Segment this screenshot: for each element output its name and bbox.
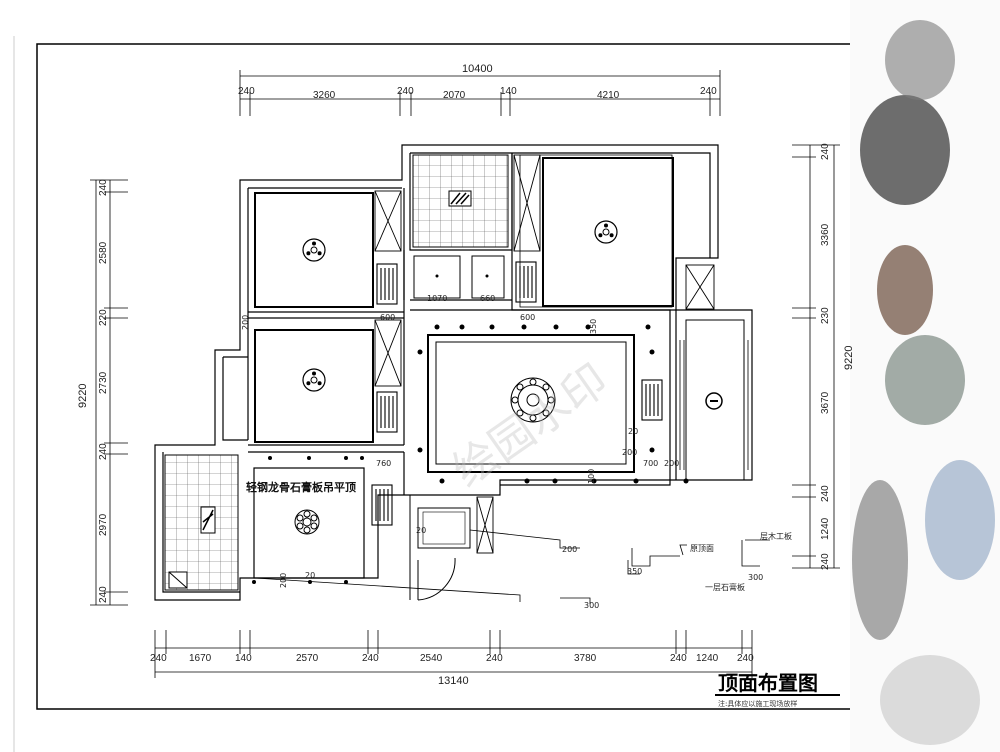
dim-small-200c: 200 <box>622 448 637 457</box>
master-bedroom-ceiling <box>542 157 674 307</box>
dim-bottom-3: 2570 <box>296 653 319 664</box>
dim-top-4: 140 <box>500 86 517 97</box>
drawing-note: 注:具体应以施工现场放样 <box>718 699 797 708</box>
dining-ceiling <box>253 467 365 579</box>
section-details <box>254 529 770 604</box>
dim-bottom-0: 240 <box>150 653 167 664</box>
dim-left-1: 2580 <box>98 241 109 264</box>
ceiling-light-icon <box>594 220 618 244</box>
dim-small-600a: 600 <box>380 313 395 322</box>
original-ceiling-label: 原顶面 <box>690 544 714 553</box>
dim-small-20c: 20 <box>305 571 315 580</box>
dim-top-total: 10400 <box>462 63 493 75</box>
dim-small-1070: 1070 <box>427 294 447 303</box>
dim-bottom-7: 3780 <box>574 653 597 664</box>
dim-right-4: 240 <box>820 485 831 502</box>
watercolor-decoration <box>850 0 1000 752</box>
wardrobe-symbols <box>374 154 715 554</box>
dim-bottom-2: 140 <box>235 653 252 664</box>
dim-small-350b: 350 <box>627 567 642 576</box>
dim-right-6: 240 <box>820 553 831 570</box>
ceiling-material-label: 轻钢龙骨石膏板吊平顶 <box>246 480 356 494</box>
ac-unit-icons <box>371 261 663 526</box>
dim-small-20a: 20 <box>628 427 638 436</box>
dim-bottom-8: 240 <box>670 653 687 664</box>
dim-bottom-9: 1240 <box>696 653 719 664</box>
dim-small-600b: 600 <box>520 313 535 322</box>
dim-right-5: 1240 <box>820 517 831 540</box>
dim-right-total: 9220 <box>843 346 855 370</box>
dim-left-3: 2730 <box>98 371 109 394</box>
outer-frame <box>36 43 858 710</box>
drying-rack-icon <box>705 392 723 410</box>
dim-left-6: 240 <box>98 586 109 603</box>
dim-top-0: 240 <box>238 86 255 97</box>
dim-small-660: 660 <box>480 294 495 303</box>
wood-board-label: 层木工板 <box>760 531 792 541</box>
dim-right-0: 240 <box>820 143 831 160</box>
living-room-ceiling <box>427 334 635 473</box>
dim-bottom-total: 13140 <box>438 675 469 687</box>
dim-small-20b: 20 <box>416 526 426 535</box>
dim-small-200a: 200 <box>241 315 250 330</box>
drawing-title: 顶面布置图 <box>718 671 818 695</box>
dim-right-3: 3670 <box>820 391 831 414</box>
dim-left-0: 240 <box>98 179 109 196</box>
dim-right-2: 230 <box>820 307 831 324</box>
dim-left-4: 240 <box>98 443 109 460</box>
dim-left-5: 2970 <box>98 513 109 536</box>
right-dimensions <box>792 144 840 569</box>
dim-bottom-6: 240 <box>486 653 503 664</box>
dim-top-3: 2070 <box>443 90 466 101</box>
dim-bottom-10: 240 <box>737 653 754 664</box>
downlight-dots <box>252 324 689 584</box>
pendant-light-icon <box>294 509 320 535</box>
dim-right-1: 3360 <box>820 223 831 246</box>
dim-top-5: 4210 <box>597 90 620 101</box>
dim-left-2: 220 <box>98 309 109 326</box>
dim-small-200b: 200 <box>664 459 679 468</box>
gypsum-board-label: 一层石膏板 <box>705 582 745 592</box>
dim-small-300a: 300 <box>748 573 763 582</box>
bottom-dimensions <box>154 630 753 678</box>
top-dimensions <box>239 70 721 116</box>
dim-small-200d: 200 <box>279 573 288 588</box>
dim-small-700: 700 <box>643 459 658 468</box>
dim-bottom-1: 1670 <box>189 653 212 664</box>
dim-small-100: 100 <box>587 469 596 484</box>
left-dimensions <box>90 179 128 606</box>
dim-small-200e: 200 <box>562 545 577 554</box>
dim-small-350: 350 <box>589 319 598 334</box>
bedroom-1-ceiling <box>254 192 374 308</box>
dim-small-300b: 300 <box>584 601 599 610</box>
dim-bottom-5: 2540 <box>420 653 443 664</box>
ceiling-light-icon <box>302 238 326 262</box>
floor-plan-walls <box>154 144 753 601</box>
dim-small-760: 760 <box>376 459 391 468</box>
dim-top-6: 240 <box>700 86 717 97</box>
dim-left-total: 9220 <box>77 384 89 408</box>
dim-top-1: 3260 <box>313 90 336 101</box>
bedroom-2-ceiling <box>254 329 374 443</box>
dim-top-2: 240 <box>397 86 414 97</box>
dim-bottom-4: 240 <box>362 653 379 664</box>
chandelier-icon <box>510 377 556 423</box>
ceiling-light-icon <box>302 368 326 392</box>
